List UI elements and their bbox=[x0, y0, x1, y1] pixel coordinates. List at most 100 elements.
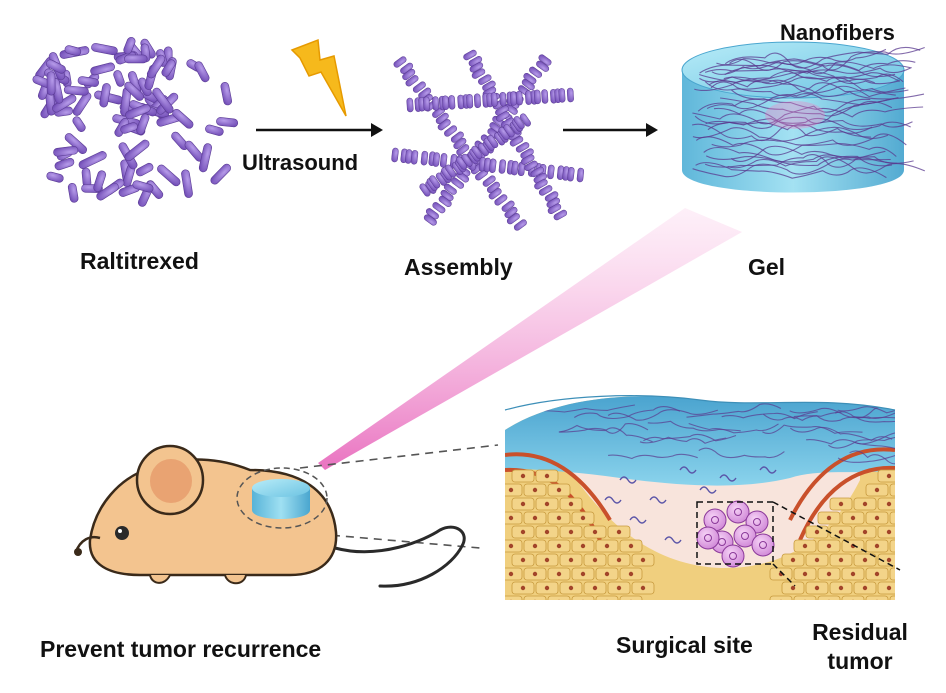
residual-tumor-line1: Residual bbox=[812, 619, 908, 645]
cell-nucleus bbox=[520, 473, 526, 479]
assembled-molecule bbox=[519, 113, 531, 127]
assembled-molecule bbox=[448, 95, 456, 110]
assembled-molecule bbox=[405, 75, 419, 87]
molecule-rod bbox=[46, 71, 56, 96]
assembled-molecule bbox=[438, 195, 452, 208]
molecule-rod bbox=[54, 157, 75, 171]
residual-tumor-cells bbox=[696, 500, 775, 568]
tissue-cell bbox=[889, 567, 895, 581]
cell-nucleus bbox=[508, 599, 514, 600]
cell-nucleus bbox=[544, 473, 550, 479]
assembled-molecule bbox=[536, 60, 550, 72]
tissue-cell bbox=[889, 539, 895, 553]
cell-nucleus bbox=[544, 501, 550, 507]
cell-nucleus bbox=[911, 502, 915, 506]
cell-nucleus bbox=[899, 544, 903, 548]
zoom-connectors bbox=[299, 444, 499, 549]
tissue-cell bbox=[817, 595, 841, 600]
raltitrexed-molecules bbox=[32, 36, 239, 207]
cell-nucleus bbox=[532, 571, 538, 577]
drug-squiggle bbox=[649, 496, 667, 504]
tissue-cell bbox=[571, 595, 595, 600]
assembled-molecule bbox=[529, 66, 543, 78]
wound-nanofiber bbox=[688, 422, 779, 434]
wound-nanofiber bbox=[573, 406, 681, 420]
molecule-rod bbox=[152, 87, 174, 114]
molecule-rod bbox=[72, 116, 86, 132]
assembled-molecule bbox=[432, 96, 440, 111]
cell-nucleus bbox=[874, 543, 880, 549]
assembled-molecule bbox=[445, 164, 457, 178]
assembled-molecule bbox=[513, 116, 525, 130]
drug-squiggle bbox=[604, 496, 622, 504]
assembled-molecule bbox=[513, 219, 527, 231]
assembled-molecule bbox=[533, 89, 541, 105]
assembled-molecule bbox=[444, 125, 458, 137]
tumor-nucleus bbox=[729, 552, 737, 560]
assembled-molecule bbox=[419, 183, 431, 197]
cell-nucleus bbox=[790, 585, 796, 591]
molecule-rod bbox=[63, 85, 89, 96]
assembled-molecule bbox=[466, 93, 474, 109]
assembled-molecule bbox=[469, 62, 484, 73]
assembled-molecule bbox=[488, 188, 502, 200]
gel-arrow bbox=[563, 123, 658, 137]
molecule-rod bbox=[181, 169, 193, 198]
cell-nucleus bbox=[520, 557, 526, 563]
wound-nanofiber bbox=[686, 403, 782, 418]
molecule-rod bbox=[124, 81, 144, 101]
assembled-molecule bbox=[503, 124, 515, 138]
wound-nanofiber bbox=[558, 423, 649, 434]
cell-nucleus bbox=[580, 571, 586, 577]
nanofiber-strand bbox=[692, 98, 871, 125]
cell-nucleus bbox=[568, 501, 574, 507]
molecule-rod bbox=[124, 139, 150, 162]
cell-nucleus bbox=[826, 543, 832, 549]
assembled-molecule bbox=[498, 159, 507, 174]
assembled-molecule bbox=[453, 137, 467, 150]
cell-nucleus bbox=[556, 543, 562, 549]
assembled-molecule bbox=[456, 144, 470, 156]
nanofiber-strand bbox=[699, 70, 901, 85]
assembled-molecule bbox=[530, 166, 545, 178]
assembled-molecule bbox=[393, 56, 407, 68]
nanofiber-strand bbox=[730, 145, 898, 164]
wound-nanofiber bbox=[856, 414, 895, 423]
tissue-cell bbox=[902, 526, 924, 538]
tumor-nucleus bbox=[753, 518, 761, 526]
wound-nanofiber bbox=[806, 430, 895, 445]
nanofiber-strand bbox=[731, 89, 924, 118]
raltitrexed-label: Raltitrexed bbox=[80, 248, 199, 274]
tissue-cell bbox=[769, 595, 793, 600]
nanofiber-strand bbox=[724, 46, 921, 69]
residual-tumor-line2: tumor bbox=[827, 647, 893, 674]
tissue-cell bbox=[547, 595, 571, 600]
nanofiber-strand bbox=[716, 58, 911, 75]
assembled-molecule bbox=[442, 95, 450, 110]
cell-nucleus bbox=[874, 599, 880, 600]
cell-nucleus bbox=[850, 599, 856, 600]
nanofiber-strand bbox=[720, 97, 895, 117]
molecule-rod bbox=[72, 92, 92, 116]
tissue-cell bbox=[902, 498, 924, 510]
molecule-rod bbox=[172, 108, 194, 129]
cell-nucleus bbox=[532, 543, 538, 549]
molecule-rod bbox=[216, 117, 239, 128]
assembled-molecule bbox=[463, 49, 477, 61]
cell-nucleus bbox=[556, 599, 562, 600]
tumor-nucleus bbox=[711, 516, 719, 524]
wound-nanofiber bbox=[789, 426, 893, 442]
assembled-molecule bbox=[490, 92, 498, 107]
cell-nucleus bbox=[556, 515, 562, 521]
wound-nanofiber bbox=[639, 436, 727, 444]
cell-nucleus bbox=[628, 599, 634, 600]
cell-nucleus bbox=[886, 501, 892, 507]
assembled-molecule bbox=[515, 142, 530, 153]
nanofiber-strand bbox=[697, 93, 899, 112]
cell-nucleus bbox=[604, 571, 610, 577]
nanofiber-strand bbox=[707, 100, 893, 131]
assembled-molecule bbox=[504, 206, 518, 219]
tumor-nucleus bbox=[704, 534, 712, 542]
cell-nucleus bbox=[874, 571, 880, 577]
